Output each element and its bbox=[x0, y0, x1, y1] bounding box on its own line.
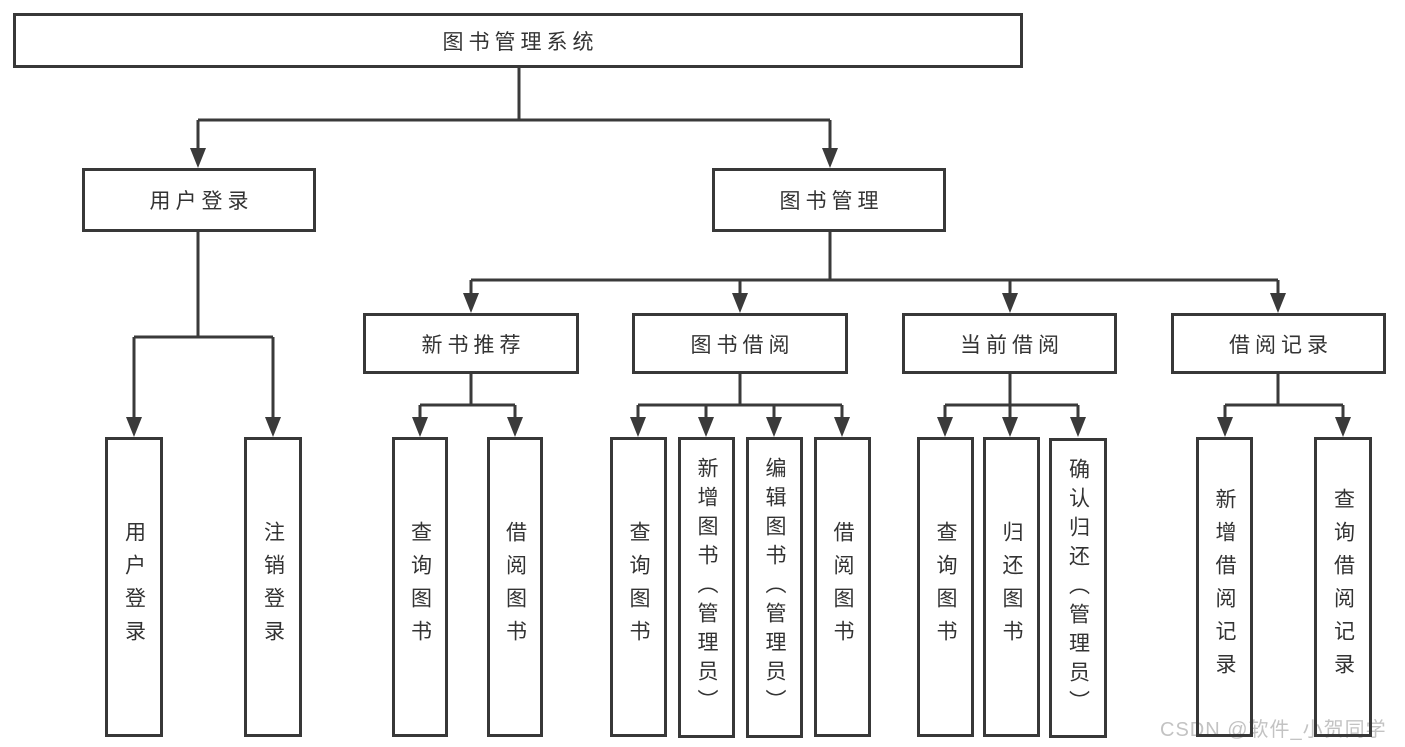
leaf-confirm-return-admin: 确认归还（管理员） bbox=[1049, 438, 1107, 738]
connector-book-borrow-children bbox=[630, 374, 850, 437]
leaf-query-books-borrow-label: 查询图书 bbox=[627, 521, 650, 653]
connector-book-management-children bbox=[463, 232, 1286, 313]
leaf-edit-books-admin: 编辑图书（管理员） bbox=[746, 437, 803, 738]
connector-current-borrow-children bbox=[937, 374, 1086, 437]
node-current-borrow: 当前借阅 bbox=[902, 313, 1117, 374]
node-borrow-records-label: 借阅记录 bbox=[1229, 333, 1333, 357]
leaf-add-books-admin: 新增图书（管理员） bbox=[678, 437, 735, 738]
node-root: 图书管理系统 bbox=[13, 13, 1023, 68]
connector-user-login-children bbox=[126, 232, 281, 437]
node-book-management-label: 图书管理 bbox=[779, 190, 884, 213]
node-user-login: 用户登录 bbox=[82, 168, 316, 232]
leaf-query-borrow-record-label: 查询借阅记录 bbox=[1331, 488, 1355, 686]
leaf-query-books-current: 查询图书 bbox=[917, 437, 974, 737]
leaf-query-books-recommend: 查询图书 bbox=[392, 437, 448, 737]
leaf-add-borrow-record-label: 新增借阅记录 bbox=[1213, 488, 1236, 686]
leaf-user-login-label: 用户登录 bbox=[122, 521, 146, 653]
leaf-add-books-admin-label: 新增图书（管理员） bbox=[695, 457, 718, 718]
leaf-user-login: 用户登录 bbox=[105, 437, 163, 737]
leaf-return-books: 归还图书 bbox=[983, 437, 1040, 737]
node-root-label: 图书管理系统 bbox=[442, 30, 599, 54]
leaf-borrow-books-label: 借阅图书 bbox=[831, 521, 854, 653]
leaf-borrow-books: 借阅图书 bbox=[814, 437, 871, 737]
leaf-return-books-label: 归还图书 bbox=[1000, 521, 1023, 653]
leaf-confirm-return-admin-label: 确认归还（管理员） bbox=[1066, 457, 1090, 719]
node-book-borrow: 图书借阅 bbox=[632, 313, 848, 374]
connector-root-branches bbox=[190, 68, 838, 168]
node-current-borrow-label: 当前借阅 bbox=[960, 333, 1064, 357]
leaf-borrow-books-recommend-label: 借阅图书 bbox=[503, 521, 527, 653]
node-new-book-recommend-label: 新书推荐 bbox=[421, 333, 526, 357]
node-new-book-recommend: 新书推荐 bbox=[363, 313, 579, 374]
leaf-query-books-current-label: 查询图书 bbox=[934, 521, 957, 653]
leaf-query-books-recommend-label: 查询图书 bbox=[408, 521, 432, 653]
connector-new-book-children bbox=[412, 374, 523, 437]
leaf-logout: 注销登录 bbox=[244, 437, 302, 737]
node-book-management: 图书管理 bbox=[712, 168, 946, 232]
leaf-borrow-books-recommend: 借阅图书 bbox=[487, 437, 543, 737]
leaf-logout-label: 注销登录 bbox=[261, 521, 285, 653]
leaf-add-borrow-record: 新增借阅记录 bbox=[1196, 437, 1253, 737]
leaf-query-books-borrow: 查询图书 bbox=[610, 437, 667, 737]
leaf-query-borrow-record: 查询借阅记录 bbox=[1314, 437, 1372, 737]
node-book-borrow-label: 图书借阅 bbox=[690, 333, 795, 357]
leaf-edit-books-admin-label: 编辑图书（管理员） bbox=[763, 457, 786, 718]
node-user-login-label: 用户登录 bbox=[149, 190, 254, 213]
node-borrow-records: 借阅记录 bbox=[1171, 313, 1386, 374]
connector-borrow-record-children bbox=[1217, 374, 1351, 437]
